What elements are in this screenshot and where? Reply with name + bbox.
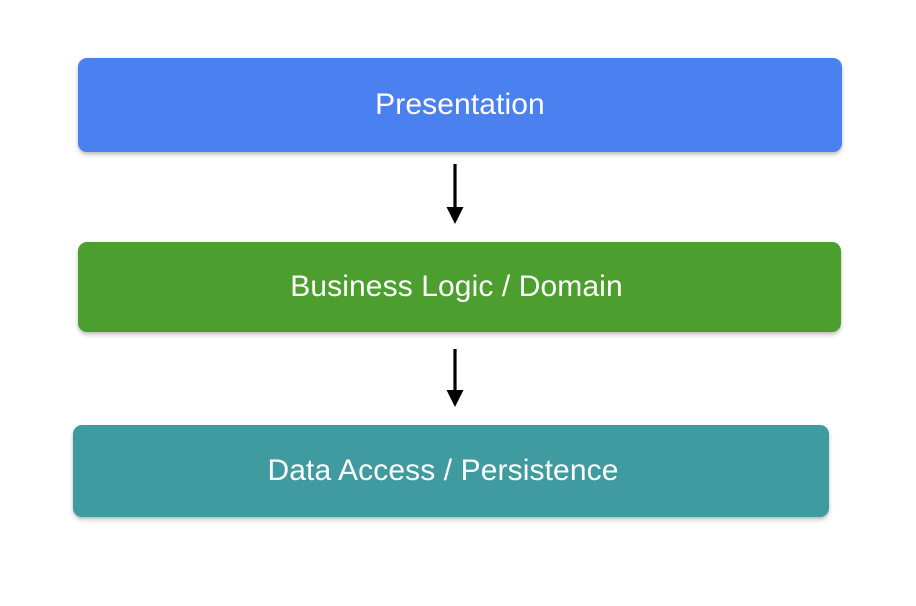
node-presentation[interactable]: Presentation	[78, 58, 842, 152]
arrow-head-icon	[446, 207, 464, 224]
arrow-presentation-to-business	[446, 164, 464, 224]
arrow-head-icon	[446, 390, 464, 407]
node-data-access[interactable]: Data Access / Persistence	[73, 425, 829, 517]
node-business-logic-label: Business Logic / Domain	[290, 270, 623, 303]
node-presentation-label: Presentation	[375, 88, 545, 121]
node-business-logic[interactable]: Business Logic / Domain	[78, 242, 841, 332]
node-data-access-label: Data Access / Persistence	[267, 454, 619, 487]
arrow-business-to-data	[446, 349, 464, 407]
